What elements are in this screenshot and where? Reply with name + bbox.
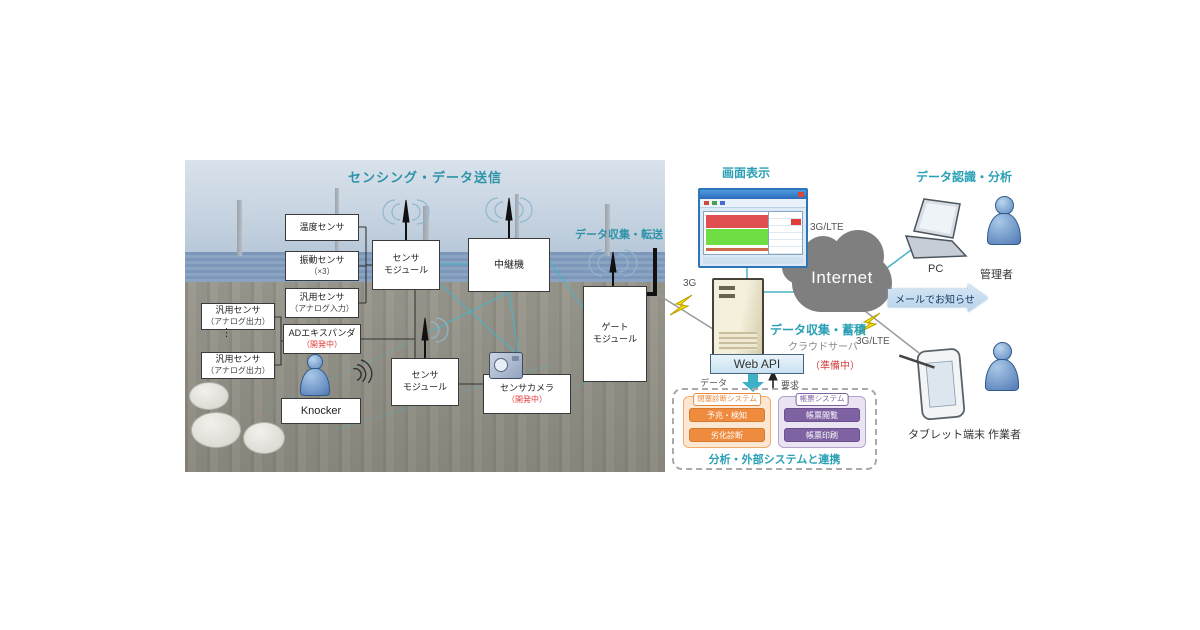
request-arrow-label: 要求 <box>781 380 800 390</box>
app-value-table <box>768 211 803 255</box>
storage-tank-shape <box>189 382 229 410</box>
diagnosis-system-group: 閉塞診断システム 予兆・検知 劣化診断 <box>683 393 771 448</box>
left-panel-title: センシング・データ送信 <box>347 170 502 185</box>
diagnosis-item: 劣化診断 <box>689 428 765 442</box>
report-system-header: 帳票システム <box>795 393 849 406</box>
sensor-box-generic-2: 汎用センサ （アナログ出力） <box>201 352 275 379</box>
storage-tank-shape <box>191 412 241 448</box>
report-item: 帳票閲覧 <box>784 408 860 422</box>
internet-cloud: Internet <box>782 230 892 312</box>
sensor-box-generic-1: 汎用センサ （アナログ出力） <box>201 303 275 330</box>
preparing-note: （準備中） <box>810 361 860 372</box>
knocker-person-icon <box>297 354 333 400</box>
sensor-box-vibration: 振動センサ （×3） <box>285 251 359 281</box>
worker-label: 作業者 <box>988 429 1021 441</box>
ad-expander-box: ADエキスパンダ （開発中） <box>283 324 361 354</box>
chimney-shape <box>515 194 519 256</box>
chimney-shape <box>605 204 610 256</box>
app-screenshot <box>698 188 808 268</box>
mail-notify-arrow: メールでお知らせ <box>888 284 988 312</box>
admin-person-icon <box>984 196 1024 260</box>
sensor-box-generic-analog: 汎用センサ （アナログ入力） <box>285 288 359 318</box>
chimney-shape <box>237 200 242 256</box>
sensor-box-temperature: 温度センサ <box>285 214 359 241</box>
stylus-icon <box>898 354 935 369</box>
screen-display-label: 画面表示 <box>722 166 771 180</box>
laptop-icon <box>904 198 968 259</box>
data-collect-label: データ収集・蓄積 <box>770 323 867 337</box>
app-statusbar <box>703 257 803 264</box>
gate-module-box: ゲート モジュール <box>583 286 647 382</box>
data-arrow-label: データ <box>700 378 728 388</box>
app-toolbar <box>700 199 806 208</box>
wifi-waves-icon <box>382 197 638 343</box>
diagnosis-item: 予兆・検知 <box>689 408 765 422</box>
chimney-shape <box>423 206 429 256</box>
app-titlebar <box>700 190 806 199</box>
alarm-cell <box>791 219 801 225</box>
relay-box: 中継機 <box>468 238 550 292</box>
antenna-icon <box>402 197 617 358</box>
server-icon <box>712 278 764 358</box>
sensor-camera-box: センサカメラ （開発中） <box>483 374 571 414</box>
network-label-top: 3G/LTE <box>810 222 844 233</box>
internet-label: Internet <box>811 268 873 287</box>
pc-label: PC <box>928 263 944 275</box>
storage-tank-shape <box>243 422 285 454</box>
tablet-icon <box>898 348 966 421</box>
external-antenna-icon <box>647 248 657 296</box>
close-icon <box>798 192 804 197</box>
plant-photo-panel: センシング・データ送信 データ収集・転送 汎用センサ （アナログ出力） ⋮ 汎用… <box>185 160 665 472</box>
sensor-module-bottom-box: センサ モジュール <box>391 358 459 406</box>
tablet-label: タブレット端末 <box>908 429 985 441</box>
ellipsis: ⋮ <box>221 327 232 339</box>
external-systems-caption: 分析・外部システムと連携 <box>708 454 841 466</box>
diagnosis-system-header: 閉塞診断システム <box>693 393 761 406</box>
external-systems-box: 閉塞診断システム 予兆・検知 劣化診断 帳票システム 帳票閲覧 帳票印刷 分析・… <box>672 388 877 470</box>
sound-waves-icon <box>353 359 373 384</box>
gate-data-label: データ収集・転送 <box>575 229 663 241</box>
report-item: 帳票印刷 <box>784 428 860 442</box>
sensor-camera-icon <box>489 352 523 379</box>
network-label-3g: 3G <box>683 278 697 289</box>
worker-person-icon <box>982 342 1022 406</box>
app-trend-chart <box>703 211 771 255</box>
admin-label: 管理者 <box>980 269 1013 281</box>
cloud-server-label: クラウドサーバ <box>788 342 858 353</box>
report-system-group: 帳票システム 帳票閲覧 帳票印刷 <box>778 393 866 448</box>
sensor-module-top-box: センサ モジュール <box>372 240 440 290</box>
data-recognition-label: データ認識・分析 <box>916 170 1013 184</box>
knocker-box: Knocker <box>281 398 361 424</box>
web-api-box: Web API <box>710 354 804 374</box>
